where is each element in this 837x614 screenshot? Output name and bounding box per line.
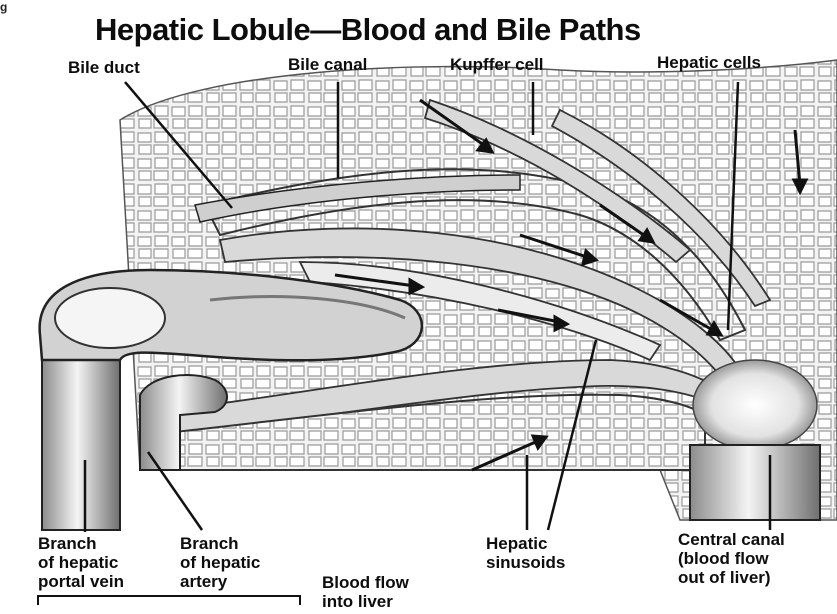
label-portal-vein-line-2: of hepatic [38, 553, 124, 572]
label-portal-vein-line-3: portal vein [38, 572, 124, 591]
diagram-title: Hepatic Lobule—Blood and Bile Paths [95, 12, 795, 48]
label-bile-duct: Bile duct [68, 58, 140, 77]
label-blood-flow-in: Blood flow into liver [322, 573, 409, 611]
label-central-canal: Central canal (blood flow out of liver) [678, 530, 785, 587]
bottom-bracket [38, 596, 300, 605]
label-sinusoids-line-2: sinusoids [486, 553, 565, 572]
label-central-canal-line-3: out of liver) [678, 568, 785, 587]
label-hepatic-cells: Hepatic cells [657, 53, 761, 72]
label-hepatic-artery-line-3: artery [180, 572, 260, 591]
label-hepatic-artery-line-2: of hepatic [180, 553, 260, 572]
label-sinusoids-line-1: Hepatic [486, 534, 565, 553]
label-bile-canal: Bile canal [288, 55, 367, 74]
corner-mark: g [0, 0, 7, 14]
label-hepatic-artery-line-1: Branch [180, 534, 260, 553]
label-blood-flow-in-line-1: Blood flow [322, 573, 409, 592]
label-central-canal-line-1: Central canal [678, 530, 785, 549]
label-hepatic-sinusoids: Hepatic sinusoids [486, 534, 565, 572]
label-hepatic-artery: Branch of hepatic artery [180, 534, 260, 591]
label-portal-vein: Branch of hepatic portal vein [38, 534, 124, 591]
label-central-canal-line-2: (blood flow [678, 549, 785, 568]
label-portal-vein-line-1: Branch [38, 534, 124, 553]
label-blood-flow-in-line-2: into liver [322, 592, 409, 611]
label-kupffer-cell: Kupffer cell [450, 55, 544, 74]
